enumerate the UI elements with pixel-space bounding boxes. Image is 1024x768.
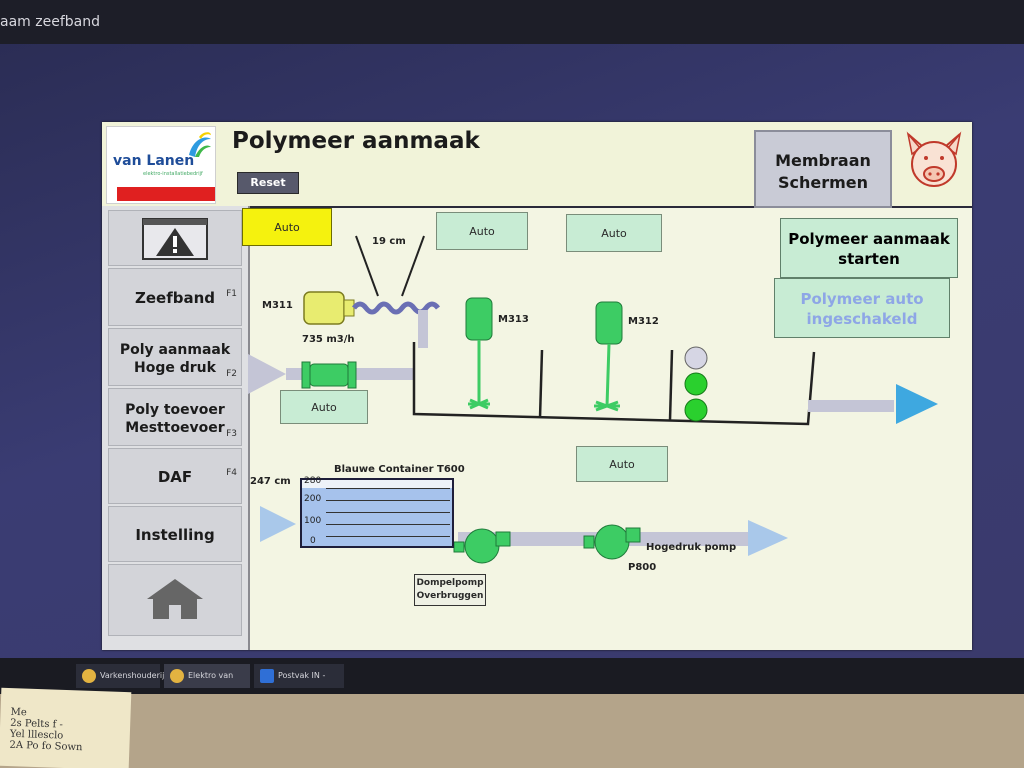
sidebar-item-daf[interactable]: DAF F4 [108, 448, 242, 504]
tank-level-fill [302, 487, 452, 546]
container-inlet-arrow-icon [260, 506, 296, 542]
fkey-label: F1 [226, 289, 237, 299]
hopper-wall [401, 235, 425, 297]
dosing-pipe [418, 310, 428, 348]
sidebar: Zeefband F1 Poly aanmaak Hoge druk F2 Po… [102, 206, 250, 650]
auto-button-m313[interactable]: Auto [436, 212, 528, 250]
taskbar: Varkenshouderij |... Elektro van Lanen .… [0, 658, 1024, 704]
auto-button-m312[interactable]: Auto [566, 214, 662, 252]
page-title: Polymeer aanmaak [232, 128, 480, 154]
auto-button-p800[interactable]: Auto [576, 446, 668, 482]
tank-tick-label: 200 [304, 494, 322, 504]
tank-tick-label: 280 [304, 476, 322, 486]
m311-coupling [343, 299, 355, 317]
fkey-label: F3 [226, 429, 237, 439]
window-titlebar: aam zeefband [0, 0, 1024, 44]
m313-mixer-icon [465, 297, 493, 341]
sidebar-item-instelling[interactable]: Instelling [108, 506, 242, 562]
tank-divider [668, 349, 674, 421]
inlet-valve-icon [309, 363, 349, 387]
process-area: 280 200 100 0 Auto Auto Auto Auto Auto P… [242, 206, 972, 650]
sidebar-item-alarms[interactable] [108, 210, 242, 266]
m311-label: M311 [262, 300, 293, 311]
polymeer-auto-ingeschakeld-button[interactable]: Polymeer auto ingeschakeld [774, 278, 950, 338]
m312-mixer-icon [595, 301, 623, 345]
desk-surface [0, 694, 1024, 768]
sidebar-item-zeefband[interactable]: Zeefband F1 [108, 268, 242, 326]
container-name-label: Blauwe Container T600 [334, 464, 465, 475]
p800-label: P800 [628, 562, 657, 573]
mixing-tank-outline [412, 342, 816, 426]
screw-conveyor-icon [352, 301, 440, 315]
m311-motor-icon [303, 291, 345, 325]
membraan-schermen-button[interactable]: Membraan Schermen [754, 130, 892, 208]
hopper-wall [355, 235, 379, 297]
logo-subtitle: elektro-installatiebedrijf [143, 171, 203, 177]
fkey-label: F2 [226, 369, 237, 379]
taskbar-item[interactable]: Postvak IN - yvonn... [254, 664, 344, 704]
status-lamp-grey [684, 346, 708, 370]
logo-text: van Lanen [113, 153, 195, 169]
pig-head-icon [906, 131, 962, 187]
warning-icon [142, 218, 208, 260]
flow-label: 735 m3/h [302, 334, 355, 345]
hogedruk-pomp-label: Hogedruk pomp [646, 542, 737, 553]
polymeer-aanmaak-starten-button[interactable]: Polymeer aanmaak starten [780, 218, 958, 278]
pressure-outlet-arrow-icon [748, 520, 788, 556]
sidebar-item-poly-aanmaak[interactable]: Poly aanmaak Hoge druk F2 [108, 328, 242, 386]
m313-label: M313 [498, 314, 529, 325]
fkey-label: F4 [226, 468, 237, 478]
container-level-label: 247 cm [250, 476, 291, 487]
header: van Lanen elektro-installatiebedrijf Pol… [102, 122, 972, 208]
sidebar-item-poly-toevoer[interactable]: Poly toevoer Mesttoevoer F3 [108, 388, 242, 446]
status-lamp-green [684, 398, 708, 422]
home-icon [147, 579, 203, 619]
taskbar-item[interactable]: Varkenshouderij |... [76, 664, 164, 704]
auto-button-valve[interactable]: Auto [280, 390, 368, 424]
container-t600: 280 200 100 0 [300, 476, 454, 548]
hopper-level-label: 19 cm [372, 236, 406, 247]
tank-tick-label: 0 [310, 536, 316, 546]
outlook-icon [260, 669, 274, 683]
auto-button-m311[interactable]: Auto [242, 208, 332, 246]
process-diagram [248, 235, 938, 564]
dompelpomp-overbruggen-button[interactable]: Dompelpomp Overbruggen [414, 574, 486, 606]
chrome-icon [170, 669, 184, 683]
outlet-pipe [808, 400, 894, 412]
reset-button[interactable]: Reset [237, 172, 299, 194]
inlet-arrow-icon [248, 354, 286, 394]
logo-red-bar [117, 187, 215, 201]
taskbar-item-active[interactable]: Elektro van Lanen ... [164, 664, 250, 704]
m312-label: M312 [628, 316, 659, 327]
sidebar-item-home[interactable] [108, 564, 242, 636]
sticky-note-text: Me 2s Pelts f - Yel lllesclo 2A Po fo So… [9, 706, 83, 754]
window-title: aam zeefband [0, 14, 100, 30]
chrome-icon [82, 669, 96, 683]
status-lamp-green [684, 372, 708, 396]
tank-divider [538, 349, 544, 419]
tank-tick-label: 100 [304, 516, 322, 526]
logo-swirl-icon [189, 132, 211, 157]
hmi-screen: van Lanen elektro-installatiebedrijf Pol… [102, 122, 972, 650]
outlet-arrow-icon [896, 384, 938, 424]
company-logo: van Lanen elektro-installatiebedrijf [106, 126, 216, 204]
p800-pump-icon [594, 524, 630, 560]
dompelpomp-icon [464, 528, 500, 564]
